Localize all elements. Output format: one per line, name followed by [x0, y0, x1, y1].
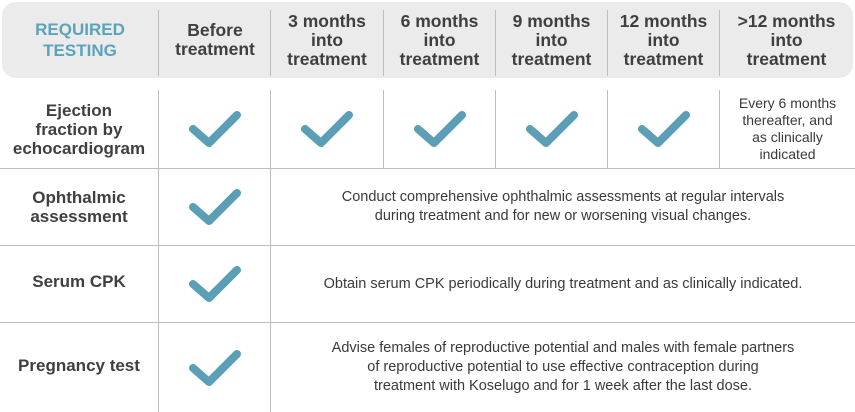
checkmark-icon: [608, 90, 719, 168]
pregnancy-note: Advise females of reproductive potential…: [331, 340, 795, 394]
header-divider: [158, 10, 159, 76]
grid-line: [270, 90, 271, 412]
serum-cpk-note: Obtain serum CPK periodically during tre…: [323, 275, 803, 292]
row-label-ophthalmic-assessment: Ophthalmic assessment: [30, 188, 128, 226]
header-6-months: 6 months into treatment: [399, 10, 480, 69]
header-divider: [495, 10, 496, 76]
checkmark-icon: [159, 323, 270, 412]
header-band: [2, 2, 853, 78]
header-over-12-months: >12 months into treatment: [737, 10, 836, 69]
header-divider: [719, 10, 720, 76]
grid-line: [383, 90, 384, 168]
header-divider: [607, 10, 608, 76]
grid-line: [607, 90, 608, 168]
header-9-months: 9 months into treatment: [511, 10, 592, 69]
row-divider: [0, 322, 855, 323]
checkmark-icon: [384, 90, 495, 168]
header-divider: [383, 10, 384, 76]
row-divider: [0, 168, 855, 169]
row-label-pregnancy-test: Pregnancy test: [18, 355, 140, 375]
header-before-treatment: Before treatment: [175, 20, 255, 59]
checkmark-icon: [159, 169, 270, 245]
header-12-months: 12 months into treatment: [619, 10, 708, 69]
checkmark-icon: [159, 246, 270, 322]
grid-line: [158, 90, 159, 412]
header-divider: [270, 10, 271, 76]
checkmark-icon: [271, 90, 383, 168]
ejection-after-12-months-note: Every 6 months thereafter, and as clinic…: [738, 95, 837, 162]
grid-line: [495, 90, 496, 168]
header-3-months: 3 months into treatment: [287, 10, 367, 69]
row-divider: [0, 245, 855, 246]
grid-line: [719, 90, 720, 168]
checkmark-icon: [159, 90, 270, 168]
header-required-testing: REQUIRED TESTING: [35, 20, 125, 60]
row-label-ejection-fraction: Ejection fraction by echocardiogram: [12, 100, 146, 158]
row-label-serum-cpk: Serum CPK: [32, 271, 126, 291]
checkmark-icon: [496, 90, 607, 168]
ophthalmic-note: Conduct comprehensive ophthalmic assessm…: [341, 189, 785, 224]
